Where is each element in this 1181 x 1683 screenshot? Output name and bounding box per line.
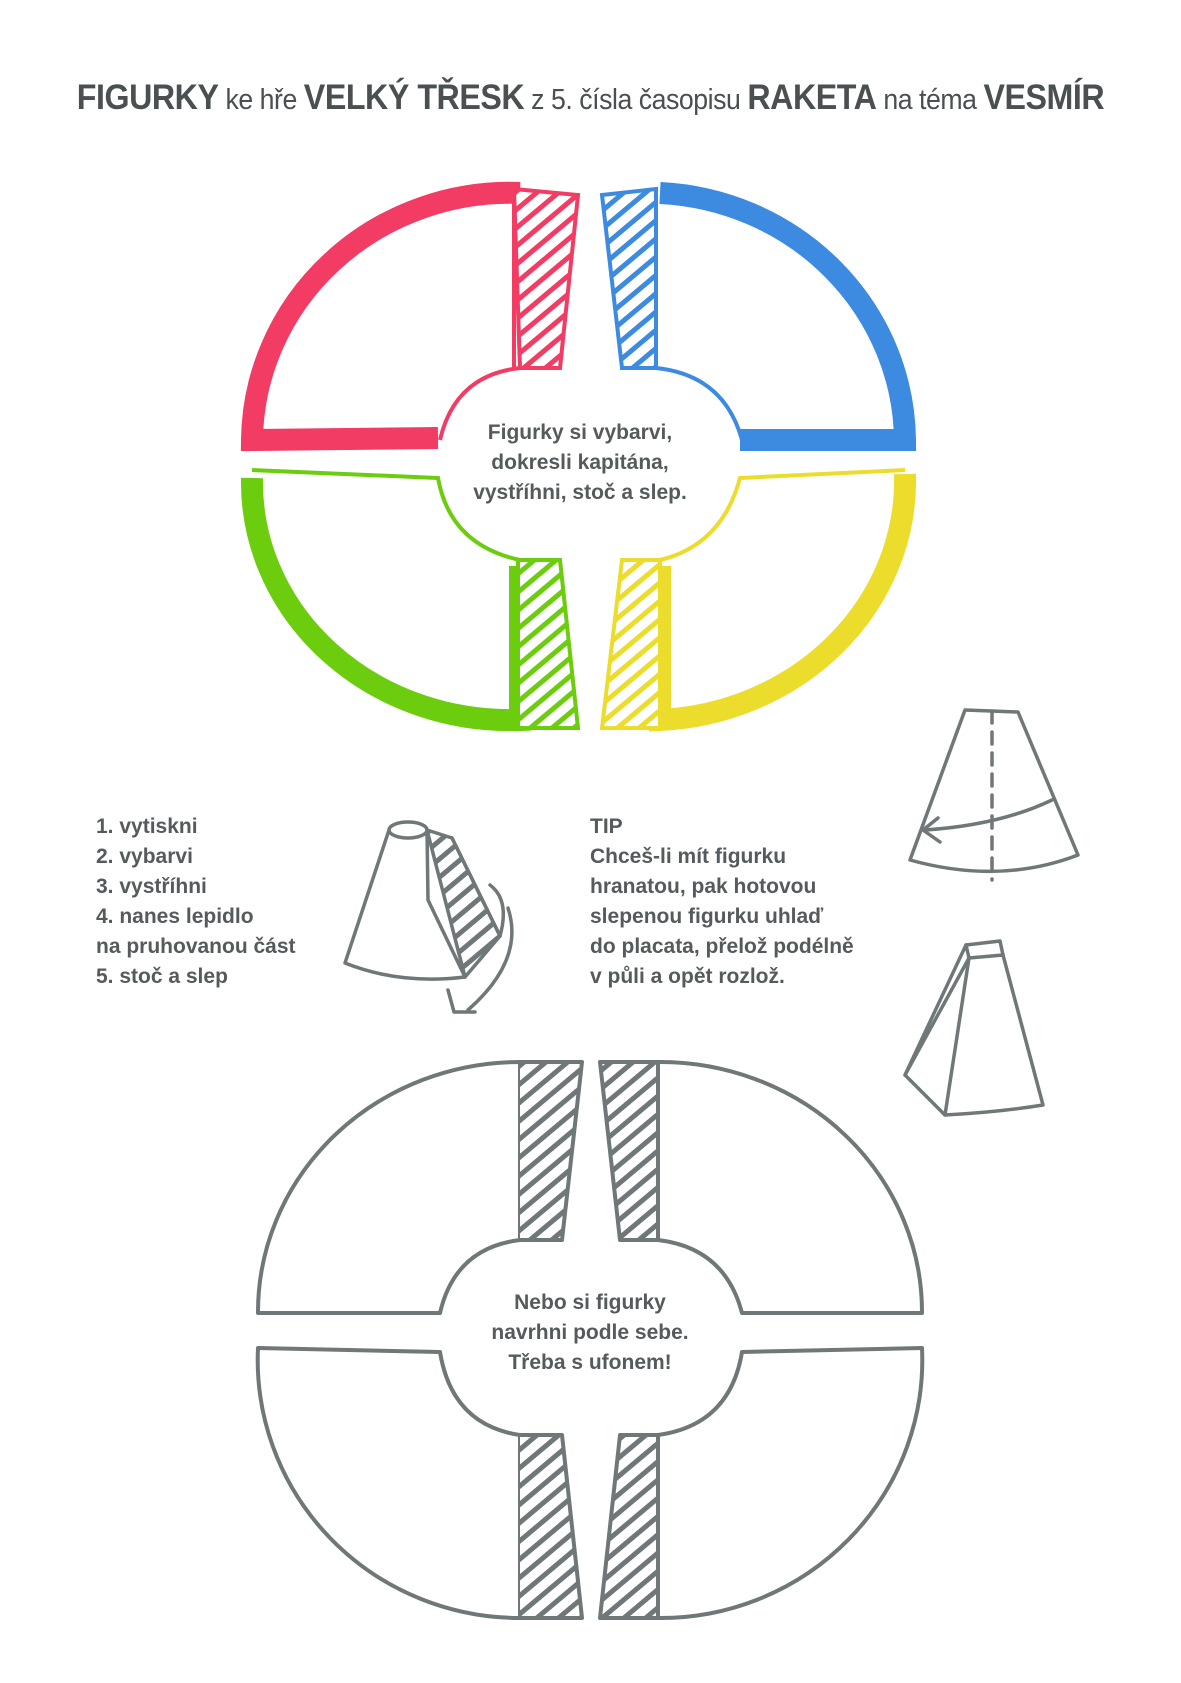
colored-template-instructions: Figurky si vybarvi, dokresli kapitána, v…: [430, 418, 730, 508]
instruction-line: dokresli kapitána,: [491, 451, 669, 474]
title-on-theme: na téma: [883, 84, 977, 116]
instruction-line: vystříhni, stoč a slep.: [473, 481, 687, 504]
title-game-name: VELKÝ TŘESK: [303, 78, 525, 117]
red-figure-piece: [240, 181, 581, 452]
step-item: 3. vystříhni: [96, 875, 207, 898]
title-theme: VESMÍR: [983, 78, 1105, 117]
title-magazine: RAKETA: [747, 78, 877, 117]
page-title: FIGURKY ke hře VELKÝ TŘESK z 5. čísla ča…: [47, 78, 1134, 118]
green-figure-piece: [240, 468, 581, 732]
steps-list: 1. vytiskni 2. vybarvi 3. vystříhni 4. n…: [96, 812, 336, 992]
tip-line: v půli a opět rozlož.: [590, 965, 785, 988]
blank-template: [255, 1059, 925, 1621]
title-figurky: FIGURKY: [76, 78, 219, 117]
tip-line: hranatou, pak hotovou: [590, 875, 817, 898]
blank-instruction-line: navrhni podle sebe.: [491, 1321, 689, 1344]
tip-block: TIP Chceš-li mít figurku hranatou, pak h…: [590, 812, 890, 992]
title-ke-hre: ke hře: [225, 84, 297, 116]
step-item: 5. stoč a slep: [96, 965, 228, 988]
blank-piece-bottom-left: [255, 1346, 584, 1621]
tip-line: do placata, přelož podélně: [590, 935, 854, 958]
title-from-issue: z 5. čísla časopisu: [531, 84, 741, 116]
blank-piece-top-left: [255, 1060, 584, 1315]
step-item: 1. vytiskni: [96, 815, 198, 838]
blank-piece-bottom-right: [598, 1346, 925, 1621]
tip-line: slepenou figurku uhlaď: [590, 905, 824, 928]
cone-flattened-illustration: [908, 708, 1080, 882]
prism-illustration: [903, 939, 1045, 1117]
step-item: na pruhovanou část: [96, 935, 296, 958]
step-item: 2. vybarvi: [96, 845, 193, 868]
blank-piece-top-right: [598, 1059, 925, 1315]
colored-template: [240, 181, 917, 732]
blank-instruction-line: Třeba s ufonem!: [508, 1351, 672, 1374]
tip-line: Chceš-li mít figurku: [590, 845, 787, 868]
blue-figure-piece: [599, 182, 917, 451]
tip-heading: TIP: [590, 815, 623, 838]
step-item: 4. nanes lepidlo: [96, 905, 254, 928]
blank-template-instructions: Nebo si figurky navrhni podle sebe. Třeb…: [440, 1288, 740, 1378]
blank-instruction-line: Nebo si figurky: [514, 1291, 666, 1314]
yellow-figure-piece: [599, 468, 917, 732]
cone-rolled-illustration: [343, 820, 514, 1014]
instruction-line: Figurky si vybarvi,: [487, 421, 673, 444]
